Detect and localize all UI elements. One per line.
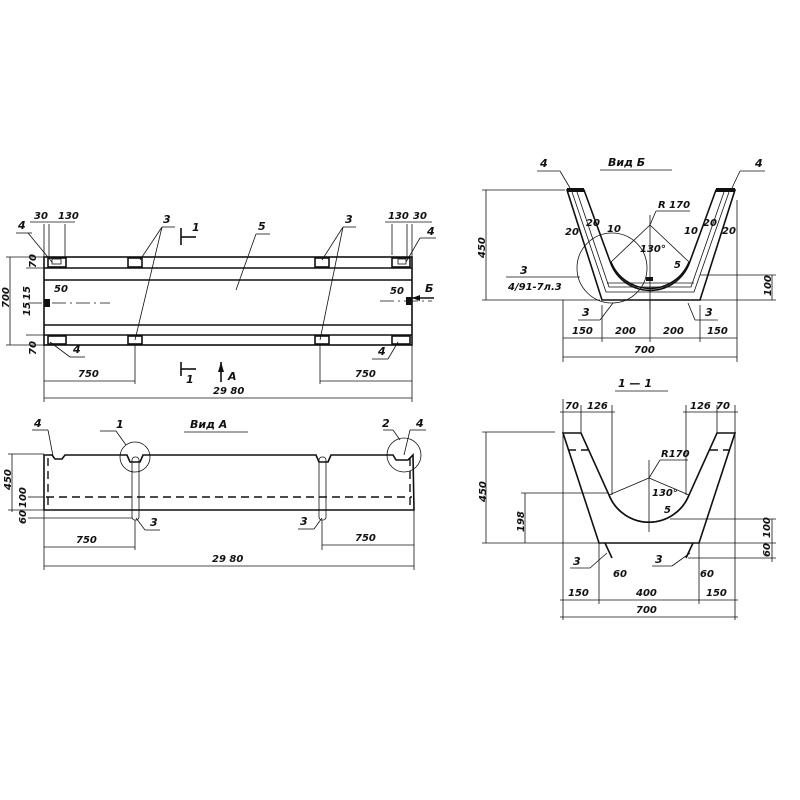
dim-150-right: 150 bbox=[707, 326, 728, 337]
dim-750-left: 750 bbox=[76, 535, 97, 546]
dim-700: 700 bbox=[634, 345, 655, 356]
dim-450: 450 bbox=[3, 469, 14, 491]
callout-5: 5 bbox=[258, 220, 266, 233]
dim-126-left: 126 bbox=[587, 401, 608, 412]
dim-130-right: 130 bbox=[388, 211, 409, 222]
ref-label: 3 bbox=[520, 264, 528, 277]
view-b-title: Вид Б bbox=[608, 156, 645, 169]
dim-60-right: 60 bbox=[700, 569, 714, 580]
callout-3-right: 3 bbox=[300, 515, 308, 528]
dim-15b: 15 bbox=[22, 302, 33, 316]
dim-700: 700 bbox=[1, 287, 12, 308]
section-mark-top: 1 bbox=[192, 221, 200, 234]
callout-4-bottom-left: 4 bbox=[72, 343, 81, 356]
dim-700: 700 bbox=[636, 605, 657, 616]
callout-4-left: 4 bbox=[33, 417, 42, 430]
detail-circle-1 bbox=[119, 441, 151, 473]
callout-4-top-right: 4 bbox=[426, 225, 435, 238]
dim-150-right: 150 bbox=[706, 588, 727, 599]
view-b-arrow-label: Б bbox=[425, 282, 433, 295]
ref-sheet: 4/91-7л.3 bbox=[507, 282, 562, 293]
callout-3-left: 3 bbox=[163, 213, 171, 226]
callout-3-left: 3 bbox=[582, 306, 590, 319]
callout-3-left: 3 bbox=[150, 516, 158, 529]
dim-30-right: 30 bbox=[413, 211, 427, 222]
thk-20-c: 20 bbox=[703, 218, 717, 229]
dim-126-right: 126 bbox=[690, 401, 711, 412]
angle-label: 130° bbox=[652, 488, 678, 499]
dim-198: 198 bbox=[516, 511, 527, 532]
dim-2980: 29 80 bbox=[213, 386, 244, 397]
view-a: Вид А 1 2 4 4 3 3 450 100 60 750 750 29 … bbox=[3, 417, 426, 570]
callout-4-bottom-right: 4 bbox=[377, 345, 386, 358]
dim-100: 100 bbox=[762, 517, 773, 538]
detail-circle-2 bbox=[386, 437, 422, 473]
dim-2980: 29 80 bbox=[212, 554, 243, 565]
callout-3-right: 3 bbox=[655, 553, 663, 566]
dim-70-right: 70 bbox=[716, 401, 730, 412]
dim-60: 60 bbox=[762, 543, 773, 557]
callout-3-left: 3 bbox=[573, 555, 581, 568]
callout-4-right: 4 bbox=[415, 417, 424, 430]
dim-450: 450 bbox=[477, 237, 488, 259]
dim-70-top: 70 bbox=[28, 254, 39, 268]
dim-30-left: 30 bbox=[34, 211, 48, 222]
radius-label: R 170 bbox=[658, 200, 690, 211]
thk-20-d: 20 bbox=[722, 226, 736, 237]
dim-400: 400 bbox=[635, 588, 657, 599]
dim-750-right: 750 bbox=[355, 533, 376, 544]
dim-100: 100 bbox=[763, 275, 774, 296]
callout-5: 5 bbox=[674, 260, 681, 271]
view-b-outline bbox=[565, 189, 737, 301]
embedded-plates bbox=[44, 257, 412, 345]
section-mark-bottom: 1 bbox=[186, 373, 194, 386]
dim-450: 450 bbox=[478, 481, 489, 503]
plan-outline bbox=[43, 256, 413, 346]
thk-20-b: 20 bbox=[586, 218, 600, 229]
dim-70-bottom: 70 bbox=[28, 341, 39, 355]
callout-4-top-left: 4 bbox=[17, 219, 26, 232]
callout-3-right: 3 bbox=[345, 213, 353, 226]
callout-2: 2 bbox=[382, 417, 390, 430]
dim-750-left: 750 bbox=[78, 369, 99, 380]
thk-10-right: 10 bbox=[684, 226, 698, 237]
section-title: 1 — 1 bbox=[618, 377, 652, 390]
callout-1: 1 bbox=[116, 418, 124, 431]
thk-10-left: 10 bbox=[607, 224, 621, 235]
dim-70-left: 70 bbox=[565, 401, 579, 412]
view-a-outline bbox=[43, 453, 415, 511]
radius-label: R170 bbox=[661, 449, 690, 460]
dim-150-left: 150 bbox=[568, 588, 589, 599]
callout-4-left: 4 bbox=[539, 157, 548, 170]
view-a-arrow-label: А bbox=[227, 370, 237, 383]
section-1-1: 1 — 1 R170 130° 5 70 126 126 70 450 198 … bbox=[478, 377, 776, 620]
dim-50-left: 50 bbox=[54, 284, 68, 295]
dim-750-right: 750 bbox=[355, 369, 376, 380]
view-a-title: Вид А bbox=[190, 418, 227, 431]
angle-label: 130° bbox=[640, 244, 666, 255]
dim-100: 100 bbox=[18, 487, 29, 508]
view-b: Вид Б R 170 130° 5 10 10 20 20 20 20 4 4… bbox=[477, 156, 776, 362]
dim-15a: 15 bbox=[22, 286, 33, 300]
callout-4-right: 4 bbox=[754, 157, 763, 170]
callout-3-right: 3 bbox=[705, 306, 713, 319]
dim-60-left: 60 bbox=[613, 569, 627, 580]
dim-130-left: 130 bbox=[58, 211, 79, 222]
callout-5: 5 bbox=[664, 505, 671, 516]
plan-view: 30 130 130 30 700 70 15 15 70 50 50 Б 1 … bbox=[1, 211, 436, 402]
dim-60: 60 bbox=[18, 510, 29, 524]
dim-50-right: 50 bbox=[390, 286, 404, 297]
dim-150-left: 150 bbox=[572, 326, 593, 337]
thk-20-a: 20 bbox=[565, 227, 579, 238]
dim-200-right: 200 bbox=[663, 326, 684, 337]
dim-200-left: 200 bbox=[615, 326, 636, 337]
